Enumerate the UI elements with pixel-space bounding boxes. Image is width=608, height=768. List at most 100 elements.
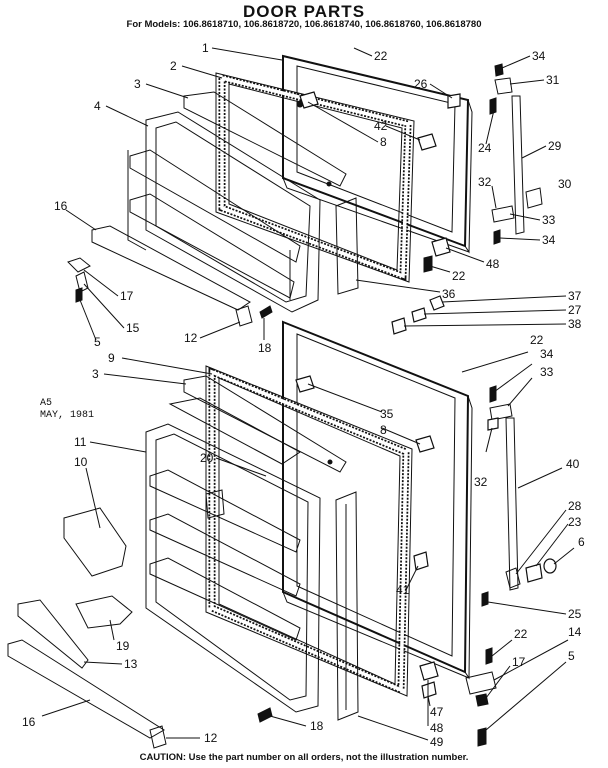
fresh-food-rail-3 <box>183 375 347 473</box>
callout-48: 48 <box>486 257 500 271</box>
dairy-bin-10 <box>63 507 127 577</box>
callout-30: 30 <box>558 177 572 191</box>
leader-lines <box>41 47 575 741</box>
cap-48-lower <box>419 661 439 681</box>
callout-24: 24 <box>478 141 492 155</box>
callout-8: 8 <box>380 423 387 437</box>
door-strip-49 <box>335 491 359 721</box>
callout-6: 6 <box>578 535 585 549</box>
callout-12: 12 <box>204 731 218 745</box>
screw-dot <box>326 181 332 187</box>
callout-1: 1 <box>202 41 209 55</box>
hinge-31 <box>494 77 513 95</box>
callout-32: 32 <box>474 475 488 489</box>
callout-10: 10 <box>74 455 88 469</box>
callout-38: 38 <box>568 317 582 331</box>
callout-12: 12 <box>184 331 198 345</box>
callout-37: 37 <box>568 289 582 303</box>
bushing-23 <box>525 563 543 583</box>
callout-49: 49 <box>430 735 444 749</box>
screw-5-lower <box>477 727 487 747</box>
callout-4: 4 <box>94 99 101 113</box>
washer-17 <box>475 693 489 707</box>
plug-41 <box>413 551 429 571</box>
callout-15: 15 <box>126 321 140 335</box>
egg-tray-19 <box>75 595 133 629</box>
callout-34: 34 <box>542 233 556 247</box>
screw-34-lower <box>489 385 497 403</box>
plate-30 <box>525 187 543 209</box>
callout-11: 11 <box>74 435 87 449</box>
bracket-28 <box>505 567 521 589</box>
callout-18: 18 <box>258 341 272 355</box>
callout-36: 36 <box>442 287 456 301</box>
callout-26: 26 <box>414 77 428 91</box>
callout-22: 22 <box>452 269 466 283</box>
callout-29: 29 <box>548 139 562 153</box>
hinge-8-lower-right <box>415 435 435 453</box>
callout-23: 23 <box>568 515 582 529</box>
hinge-33-lower <box>489 403 513 421</box>
pin-18-upper <box>259 305 273 319</box>
plug-47 <box>421 681 437 699</box>
plug-27 <box>411 307 427 323</box>
door-shelf-16-lower <box>7 639 165 739</box>
callout-27: 27 <box>568 303 582 317</box>
revision-stamp: A5 MAY, 1981 <box>40 398 94 422</box>
trim-strip-40 <box>505 417 519 591</box>
freezer-outer-door <box>282 54 473 254</box>
callout-22: 22 <box>514 627 528 641</box>
callout-5: 5 <box>94 335 101 349</box>
callout-31: 31 <box>546 73 560 87</box>
callout-17: 17 <box>120 289 134 303</box>
screw-34-top <box>494 63 504 77</box>
callout-16: 16 <box>54 199 68 213</box>
callout-28: 28 <box>568 499 582 513</box>
fresh-food-inner-liner <box>145 397 321 713</box>
callout-48: 48 <box>430 721 444 735</box>
callout-32: 32 <box>478 175 492 189</box>
caution-note: CAUTION: Use the part number on all orde… <box>139 752 469 763</box>
callout-2: 2 <box>170 59 177 73</box>
callout-17: 17 <box>512 655 526 669</box>
freezer-inner-liner <box>127 111 321 313</box>
hinge-8-upper-left <box>299 91 319 109</box>
stamp-code: A5 <box>40 398 53 409</box>
callout-35: 35 <box>380 407 394 421</box>
screw-dot-lower <box>327 459 333 465</box>
callout-14: 14 <box>568 625 582 639</box>
model-numbers: For Models: 106.8618710, 106.8618720, 10… <box>126 19 482 30</box>
callout-41: 41 <box>396 583 410 597</box>
cap-6 <box>543 558 557 574</box>
callout-47: 47 <box>430 705 444 719</box>
screw-5 <box>75 287 83 303</box>
callout-19: 19 <box>116 639 130 653</box>
screw-22-upper <box>423 255 433 273</box>
callout-33: 33 <box>540 365 554 379</box>
freezer-shelf-3 <box>183 91 347 187</box>
screw-22-lower <box>485 647 493 665</box>
callout-20: 20 <box>200 451 214 465</box>
callout-16: 16 <box>22 715 36 729</box>
pin-18-lower <box>257 707 273 723</box>
clip-12-upper <box>235 305 253 327</box>
clip-12-lower <box>149 725 167 749</box>
callout-13: 13 <box>124 657 138 671</box>
callout-22: 22 <box>530 333 544 347</box>
plug-37 <box>429 295 445 311</box>
callout-42: 42 <box>374 119 388 133</box>
callout-25: 25 <box>568 607 582 621</box>
callout-33: 33 <box>542 213 556 227</box>
callout-22: 22 <box>374 49 388 63</box>
spacer-24 <box>489 97 497 115</box>
callout-34: 34 <box>540 347 554 361</box>
hinge-33-upper <box>491 205 515 223</box>
trim-strip-29 <box>511 95 525 235</box>
screw-34-mid <box>493 229 501 245</box>
callout-8: 8 <box>380 135 387 149</box>
stamp-date: MAY, 1981 <box>40 410 95 421</box>
fresh-food-gasket <box>205 365 413 697</box>
screw-25 <box>481 591 489 607</box>
